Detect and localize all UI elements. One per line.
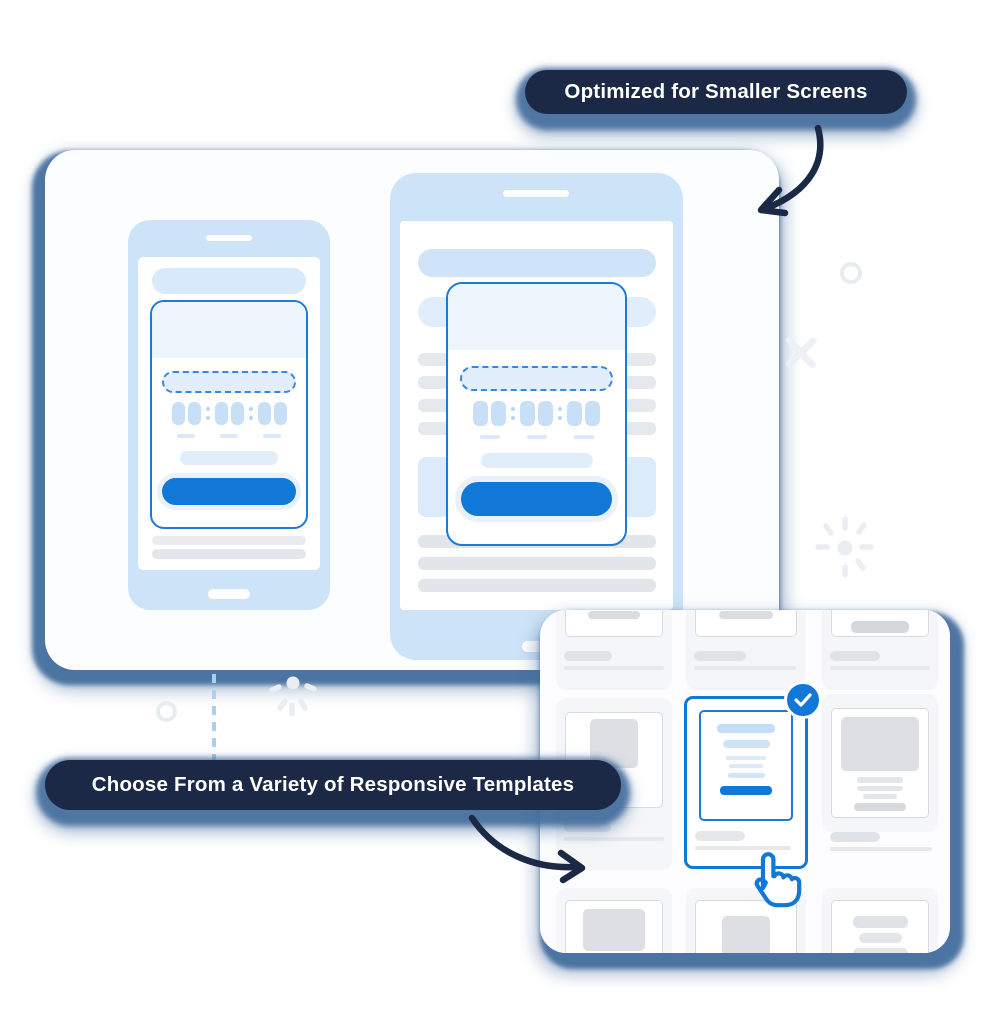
callout-optimized: Optimized for Smaller Screens	[525, 70, 907, 114]
template-tile[interactable]	[686, 610, 806, 690]
ring-icon	[156, 701, 177, 722]
home-button	[522, 641, 550, 652]
speaker-line	[503, 190, 569, 197]
phone-mockup	[128, 220, 330, 610]
checkmark-icon	[784, 681, 822, 719]
template-preview	[699, 710, 793, 821]
content-line	[152, 536, 306, 545]
template-tile[interactable]	[822, 888, 938, 953]
tablet-mockup	[390, 173, 683, 660]
selected-template-tile[interactable]	[684, 696, 808, 869]
curved-arrow-right-icon	[468, 814, 586, 884]
popup-form	[150, 300, 308, 529]
cross-icon	[780, 332, 822, 374]
ring-icon	[840, 262, 862, 284]
banner-placeholder	[448, 284, 625, 350]
countdown-timer	[448, 401, 625, 426]
speaker-line	[206, 235, 252, 241]
input-field-placeholder[interactable]	[162, 371, 296, 393]
template-tile[interactable]	[556, 610, 672, 690]
content-line	[418, 557, 656, 570]
devices-card	[45, 150, 779, 670]
countdown-labels	[448, 435, 625, 439]
callout-templates-label: Choose From a Variety of Responsive Temp…	[91, 773, 575, 796]
tablet-screen	[400, 221, 673, 610]
content-line	[418, 579, 656, 592]
callout-templates: Choose From a Variety of Responsive Temp…	[45, 760, 621, 810]
countdown-labels	[152, 434, 306, 438]
home-button	[208, 589, 250, 599]
cta-button[interactable]	[162, 478, 296, 505]
phone-screen	[138, 257, 320, 570]
curved-arrow-down-icon	[757, 124, 824, 217]
text-placeholder	[480, 453, 593, 468]
input-field-placeholder[interactable]	[460, 366, 613, 391]
hand-cursor-icon	[754, 852, 802, 908]
template-tile[interactable]	[822, 610, 938, 690]
sparkle-icon	[815, 516, 874, 578]
template-tile[interactable]	[822, 694, 938, 851]
text-placeholder	[180, 451, 278, 465]
header-placeholder	[152, 268, 306, 294]
cta-button[interactable]	[461, 482, 612, 516]
banner-placeholder	[152, 302, 306, 358]
sparkle-icon	[269, 676, 317, 717]
template-tile[interactable]	[556, 888, 672, 953]
content-line	[152, 549, 306, 559]
header-placeholder	[418, 249, 656, 277]
countdown-timer	[152, 402, 306, 425]
dashed-line-decoration	[212, 674, 216, 760]
callout-optimized-label: Optimized for Smaller Screens	[564, 80, 868, 103]
popup-form	[446, 282, 627, 546]
